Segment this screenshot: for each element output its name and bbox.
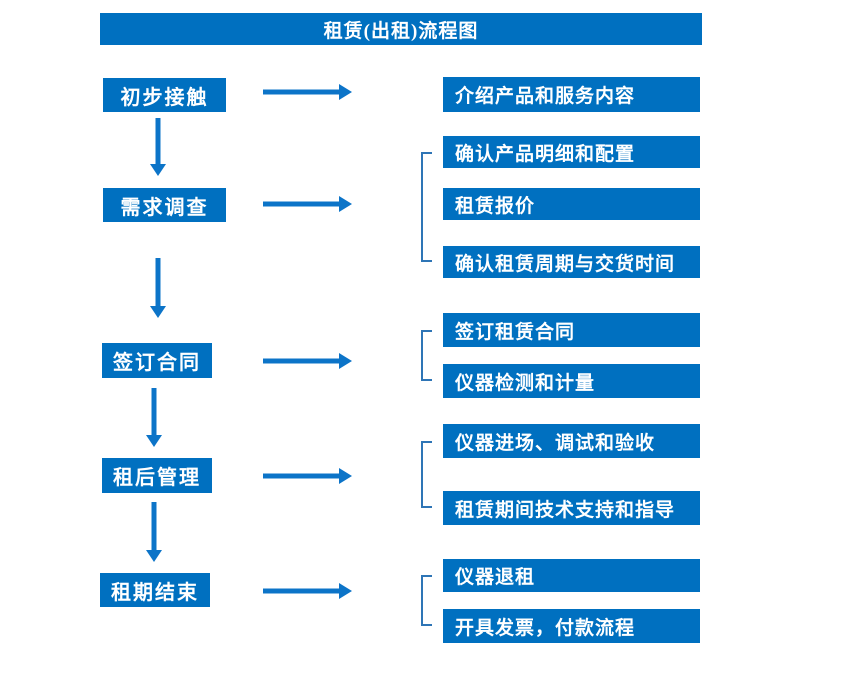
detail-box-rental-quote: 租赁报价 — [443, 188, 700, 220]
detail-box-invoice-payment: 开具发票，付款流程 — [443, 609, 700, 643]
detail-box-instrument-return: 仪器退租 — [443, 559, 700, 592]
detail-box-tech-support: 租赁期间技术支持和指导 — [443, 491, 700, 525]
detail-box-introduce-products: 介绍产品和服务内容 — [443, 77, 700, 112]
down-arrow-icon — [146, 388, 162, 447]
group-bracket-icon — [421, 152, 432, 262]
flowchart-title: 租赁(出租)流程图 — [100, 13, 702, 45]
right-arrow-icon — [263, 196, 352, 212]
detail-box-instrument-setup: 仪器进场、调试和验收 — [443, 424, 700, 458]
right-arrow-icon — [263, 583, 352, 599]
stage-box-initial-contact: 初步接触 — [103, 78, 226, 112]
group-bracket-icon — [421, 330, 432, 381]
stage-box-lease-end: 租期结束 — [100, 573, 210, 607]
right-arrow-icon — [263, 468, 352, 484]
stage-box-demand-survey: 需求调查 — [103, 188, 226, 222]
down-arrow-icon — [150, 258, 166, 318]
group-bracket-icon — [421, 575, 432, 626]
group-bracket-icon — [421, 441, 432, 508]
right-arrow-icon — [263, 353, 352, 369]
down-arrow-icon — [146, 502, 162, 562]
detail-box-confirm-config: 确认产品明细和配置 — [443, 136, 700, 168]
detail-box-confirm-period: 确认租赁周期与交货时间 — [443, 246, 700, 278]
right-arrow-icon — [263, 84, 352, 100]
detail-box-sign-rental-contract: 签订租赁合同 — [443, 313, 700, 347]
stage-box-sign-contract: 签订合同 — [102, 343, 212, 378]
stage-box-post-rental-mgmt: 租后管理 — [102, 458, 212, 493]
detail-box-instrument-testing: 仪器检测和计量 — [443, 364, 700, 398]
down-arrow-icon — [150, 118, 166, 176]
